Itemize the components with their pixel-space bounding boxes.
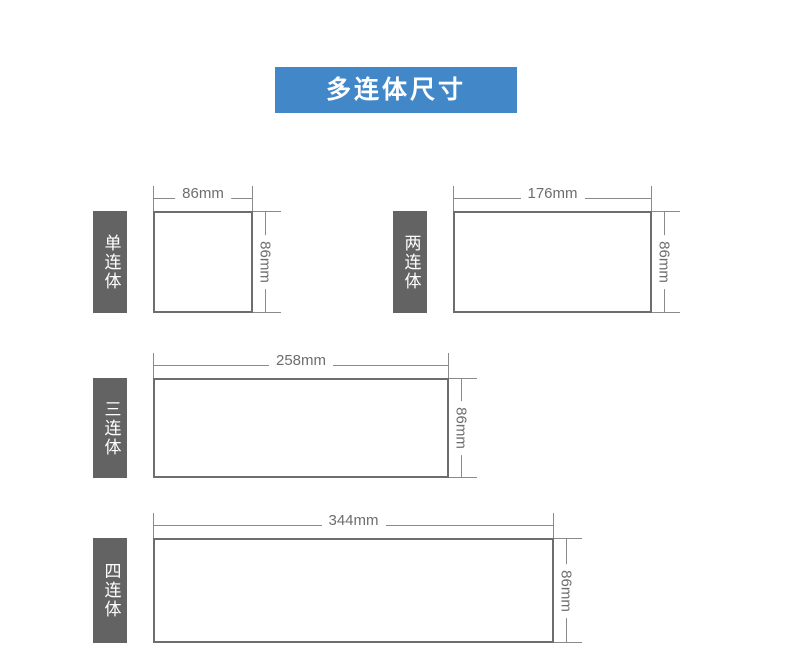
height-dimension-value: 86mm	[255, 235, 275, 289]
spec-label-tab-triple: 三连体	[93, 378, 127, 478]
width-dimension-single: 86mm	[153, 184, 253, 212]
height-dimension-value: 86mm	[556, 563, 576, 618]
product-rectangle-quad	[153, 538, 554, 643]
spec-label-text: 三连体	[101, 399, 121, 457]
dimension-cap-right	[448, 353, 449, 379]
height-dimension-quad: 86mm	[554, 538, 580, 643]
height-dimension-value: 86mm	[451, 401, 471, 455]
dimension-cap-left	[153, 513, 154, 539]
dimension-cap-right	[252, 186, 253, 212]
dimension-cap-bottom	[449, 477, 475, 478]
width-dimension-value: 176mm	[520, 184, 585, 203]
spec-label-tab-quad: 四连体	[93, 538, 127, 643]
dimension-cap-right	[651, 186, 652, 212]
spec-label-text: 两连体	[401, 233, 421, 291]
dimension-cap-top	[253, 211, 279, 212]
width-dimension-value: 86mm	[175, 184, 231, 203]
spec-label-tab-double: 两连体	[393, 211, 427, 313]
product-rectangle-double	[453, 211, 652, 313]
dimension-cap-top	[554, 538, 580, 539]
height-dimension-value: 86mm	[654, 235, 674, 289]
width-dimension-value: 258mm	[268, 351, 334, 370]
height-dimension-double: 86mm	[652, 211, 678, 313]
height-dimension-single: 86mm	[253, 211, 279, 313]
dimension-cap-left	[453, 186, 454, 212]
width-dimension-quad: 344mm	[153, 511, 554, 539]
page-title: 多连体尺寸	[325, 75, 466, 104]
spec-label-text: 四连体	[101, 562, 121, 619]
dimension-cap-bottom	[253, 312, 279, 313]
dimension-cap-bottom	[652, 312, 678, 313]
product-rectangle-triple	[153, 378, 449, 478]
height-dimension-triple: 86mm	[449, 378, 475, 478]
dimension-cap-left	[153, 186, 154, 212]
dimension-cap-right	[553, 513, 554, 539]
product-rectangle-single	[153, 211, 253, 313]
dimension-cap-top	[652, 211, 678, 212]
width-dimension-triple: 258mm	[153, 351, 449, 379]
dimension-cap-left	[153, 353, 154, 379]
dimension-cap-bottom	[554, 642, 580, 643]
width-dimension-double: 176mm	[453, 184, 652, 212]
width-dimension-value: 344mm	[321, 511, 386, 530]
page-title-banner: 多连体尺寸	[275, 67, 517, 113]
spec-label-text: 单连体	[101, 233, 121, 291]
dimension-cap-top	[449, 378, 475, 379]
spec-label-tab-single: 单连体	[93, 211, 127, 313]
